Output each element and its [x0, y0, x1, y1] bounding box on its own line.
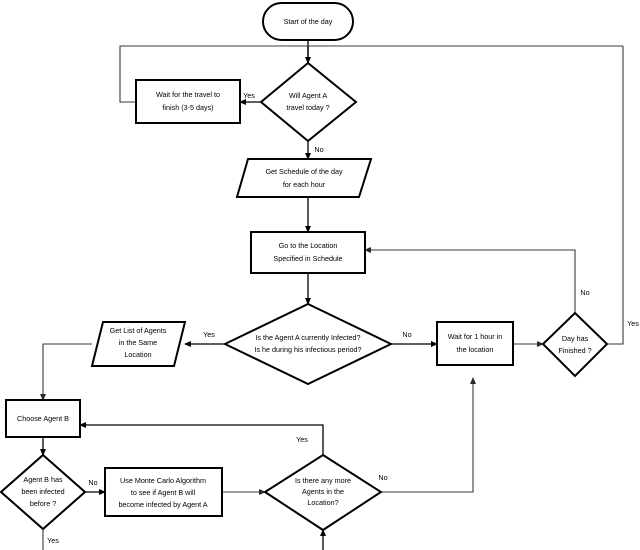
node-monte-carlo-line2-agent-b: Agent B — [158, 488, 184, 497]
node-monte-carlo-line1: Use Monte Carlo Algorithm — [120, 476, 206, 485]
node-more-agents-line2: Agents in the — [302, 487, 344, 496]
node-get-schedule-line2: for each hour — [283, 180, 326, 189]
node-get-list-agents[interactable] — [90, 321, 187, 367]
edge-label-more-agents-yes: Yes — [296, 435, 308, 444]
node-agent-b-infected-line1: Agent B has — [23, 475, 63, 484]
node-day-finished-line2: Finished ? — [558, 346, 591, 355]
edge-label-travel-yes: Yes — [243, 91, 255, 100]
connector-wait-travel-loop — [119, 45, 623, 103]
node-day-finished-line1: Day has — [562, 334, 589, 343]
node-go-location-line1: Go to the Location — [279, 241, 338, 250]
edge-label-infected-yes: Yes — [203, 330, 215, 339]
node-choose-agent-b[interactable] — [5, 399, 81, 438]
node-monte-carlo[interactable] — [104, 467, 223, 517]
node-monte-carlo-line3-agent-a: Agent A — [182, 500, 207, 509]
node-agent-b-infected[interactable] — [0, 453, 87, 531]
node-go-location-line2: Specified in Schedule — [273, 254, 342, 263]
connector-get-list-to-choose-b — [40, 343, 92, 401]
node-monte-carlo-line2-c: will — [183, 488, 195, 497]
node-more-agents-line1: Is there any more — [295, 476, 351, 485]
node-is-infected-line1: Is the Agent A currently Infected? — [255, 333, 360, 342]
node-monte-carlo-line3-a: become infected by — [118, 500, 182, 509]
node-start-label: Start of the day — [284, 17, 333, 26]
edge-label-day-finished-yes: Yes — [627, 319, 639, 328]
edge-label-infected-no: No — [402, 330, 411, 339]
edge-label-travel-no: No — [314, 145, 323, 154]
node-monte-carlo-line3: become infected by Agent A — [118, 500, 207, 509]
node-will-travel-line1: Will Agent A — [289, 91, 328, 100]
connector-more-agents-yes — [79, 422, 324, 455]
connector-day-finished-no — [364, 247, 576, 313]
connector-day-finished-yes — [607, 46, 624, 345]
node-is-infected[interactable] — [222, 302, 394, 386]
node-agent-b-infected-line2: been infected — [21, 487, 64, 496]
node-get-schedule-line1: Get Schedule of the day — [265, 167, 343, 176]
node-is-infected-line2: Is he during his infectious period? — [254, 345, 361, 354]
node-get-list-agents-line1: Get List of Agents — [110, 326, 167, 335]
node-day-finished[interactable] — [541, 311, 609, 378]
edge-label-day-finished-no: No — [580, 288, 589, 297]
connector-more-agents-no — [381, 377, 476, 493]
node-wait-travel-line2: finish (3-5 days) — [162, 103, 213, 112]
node-agent-b-infected-line3: before ? — [30, 499, 56, 508]
node-will-travel[interactable] — [259, 61, 358, 143]
node-will-travel-line2: travel today ? — [286, 103, 329, 112]
node-go-location[interactable] — [250, 231, 366, 274]
node-start[interactable] — [262, 2, 354, 41]
node-get-list-agents-line2: in the Same — [119, 338, 157, 347]
node-monte-carlo-line2-a: to see if — [131, 488, 158, 497]
edge-label-more-agents-no: No — [378, 473, 387, 482]
node-wait-hour-line1: Wait for 1 hour in — [448, 332, 502, 341]
node-more-agents-line3: Location? — [307, 498, 338, 507]
node-get-list-agents-line3: Location — [124, 350, 151, 359]
node-wait-hour[interactable] — [436, 321, 514, 366]
edge-label-agent-b-yes: Yes — [47, 536, 59, 545]
node-wait-travel-line1: Wait for the travel to — [156, 90, 220, 99]
node-more-agents[interactable] — [263, 453, 383, 532]
node-wait-travel[interactable] — [135, 79, 241, 124]
node-choose-agent-b-label: Choose Agent B — [17, 414, 69, 423]
edge-label-agent-b-no: No — [88, 478, 97, 487]
node-monte-carlo-line2: to see if Agent B will — [131, 488, 196, 497]
node-get-schedule[interactable] — [235, 158, 373, 198]
node-wait-hour-line2: the location — [457, 345, 494, 354]
